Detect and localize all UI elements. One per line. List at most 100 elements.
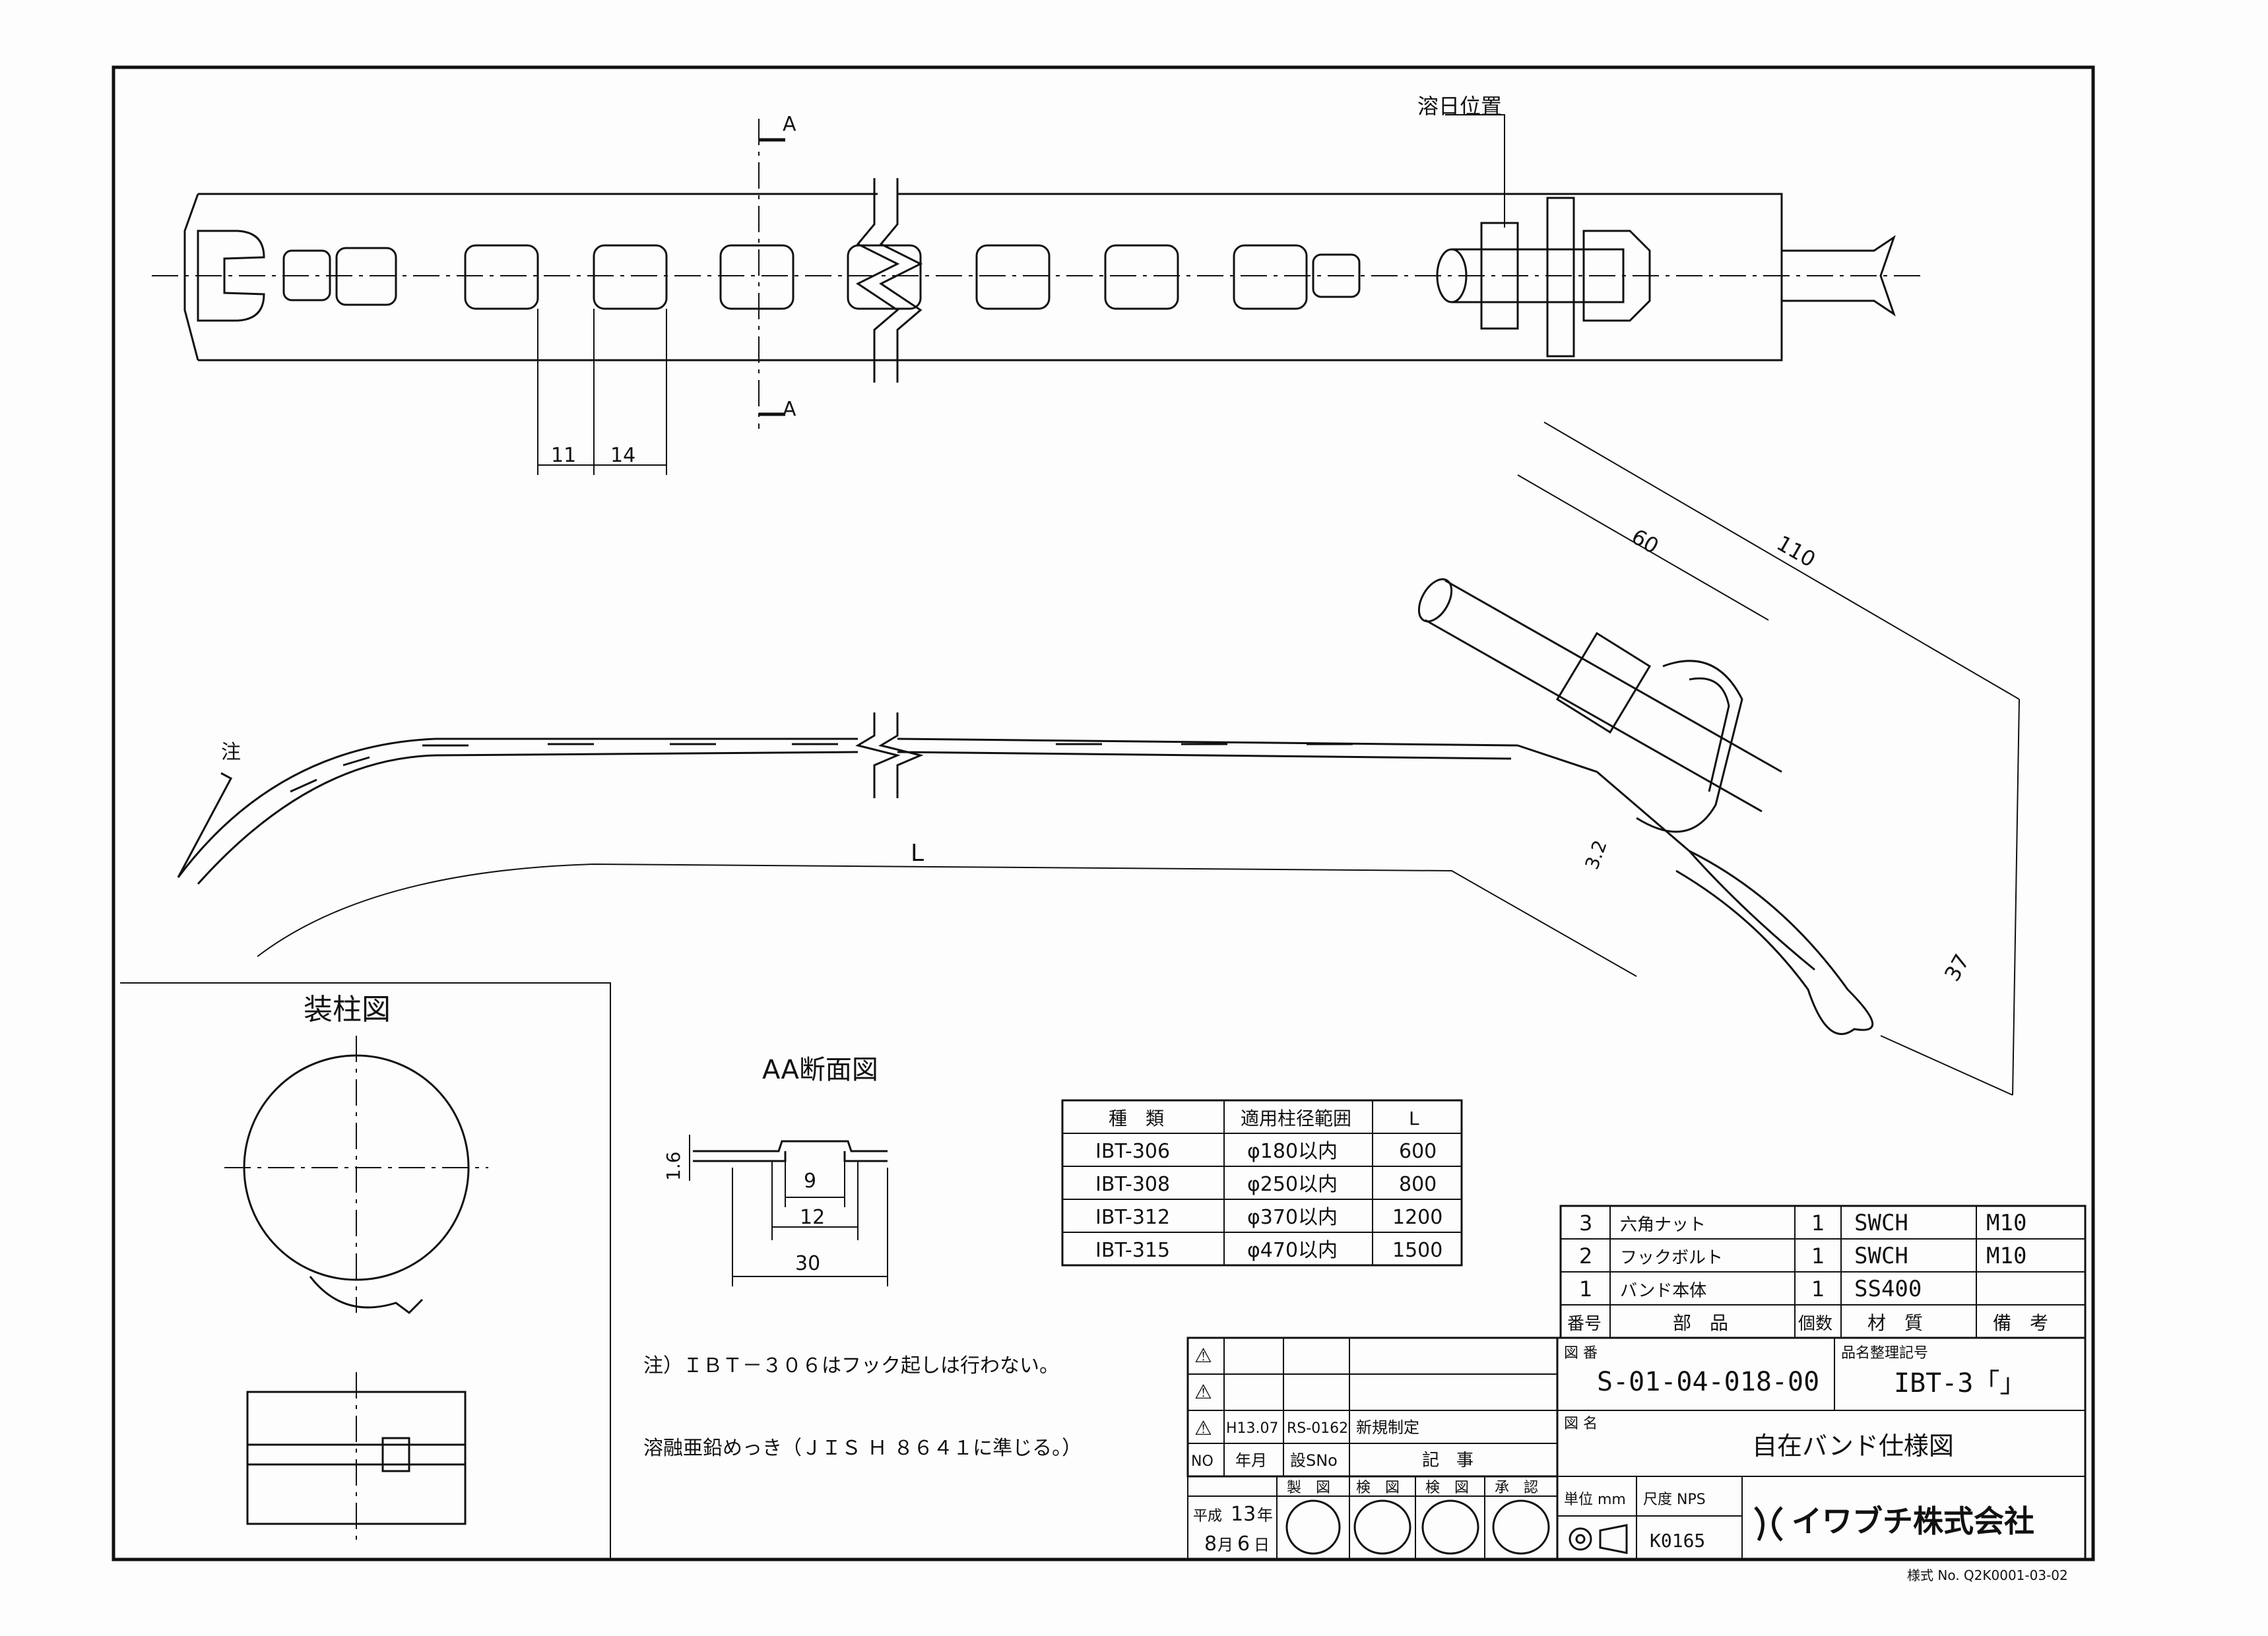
part-code: IBT-3「」	[1894, 1368, 2026, 1399]
dim-slot-width: 11	[551, 444, 576, 467]
approval-stamp	[1353, 1499, 1411, 1555]
spec-row-type: IBT-312	[1095, 1206, 1170, 1229]
revision-warning-icon: ⚠	[1194, 1344, 1212, 1368]
unit-label: 単位 mm	[1564, 1492, 1626, 1508]
spec-row-length: 1500	[1392, 1239, 1442, 1262]
revision-header-date: 年月	[1235, 1451, 1267, 1470]
approval-stamp	[1492, 1499, 1550, 1555]
spec-row-type: IBT-315	[1095, 1239, 1170, 1262]
spec-row-range: φ250以内	[1247, 1173, 1338, 1196]
parts-row-no: 3	[1579, 1211, 1592, 1236]
spec-row-length: 800	[1399, 1173, 1437, 1196]
parts-row-material: SS400	[1854, 1276, 1922, 1302]
drawing-frame	[112, 65, 2095, 1561]
mount-view: 装柱図	[120, 982, 611, 1559]
spec-row-range: φ180以内	[1247, 1140, 1338, 1163]
dim-110: 110	[1772, 530, 1820, 572]
drawing-no-label: 図 番	[1564, 1345, 1598, 1362]
spec-header-range: 適用柱径範囲	[1241, 1108, 1351, 1129]
parts-header-qty: 個数	[1798, 1314, 1832, 1334]
date-month-unit: 月	[1217, 1536, 1233, 1554]
dim-thickness: 1.6	[663, 1151, 684, 1181]
drawing-name: 自在バンド仕様図	[1752, 1432, 1954, 1461]
dim-60: 60	[1627, 524, 1663, 559]
company-logo-icon	[1754, 1506, 1783, 1542]
parts-row-material: SWCH	[1854, 1243, 1908, 1269]
spec-row-length: 1200	[1392, 1206, 1442, 1229]
section-mark-bottom: A	[783, 398, 796, 421]
section-aa-title: AA断面図	[762, 1055, 878, 1085]
dim-outer: 30	[795, 1252, 820, 1275]
drawing-code: K0165	[1650, 1530, 1705, 1552]
date-day-unit: 日	[1254, 1536, 1270, 1554]
parts-row-no: 2	[1579, 1243, 1592, 1269]
approval-stamp	[1285, 1499, 1341, 1555]
revision-design-no: RS-0162	[1287, 1420, 1348, 1437]
drawing-name-label: 図 名	[1564, 1416, 1598, 1432]
revision-description: 新規制定	[1356, 1418, 1419, 1437]
approval-header-checked: 検 図	[1425, 1480, 1469, 1496]
date-month: 8	[1204, 1532, 1217, 1556]
parts-row-remark: M10	[1986, 1243, 2026, 1269]
section-mark-top: A	[783, 113, 796, 136]
approval-header-approved: 承 認	[1495, 1480, 1538, 1496]
form-number: 様式 No. Q2K0001-03-02	[1907, 1567, 2068, 1583]
revision-header-no: NO	[1191, 1453, 1214, 1470]
dim-inner: 9	[804, 1170, 816, 1193]
revision-block: ⚠ ⚠ ⚠ H13.07 RS-0162 新規制定 NO 年月 設SNo 記 事	[1186, 1337, 1559, 1478]
band-side-view: 注 L 60 110 37 3.2	[177, 422, 2020, 1096]
dim-3-2: 3.2	[1581, 837, 1611, 872]
mount-view-title: 装柱図	[304, 993, 391, 1026]
parts-row-qty: 1	[1811, 1211, 1825, 1236]
parts-row-name: 六角ナット	[1620, 1215, 1706, 1235]
parts-row-name: バンド本体	[1620, 1281, 1706, 1301]
note-mark: 注	[221, 741, 241, 764]
date-year: 13	[1231, 1503, 1256, 1526]
parts-row-qty: 1	[1811, 1276, 1825, 1302]
band-top-view: A A 溶日位置 11 14	[152, 94, 1927, 475]
parts-row-remark: M10	[1986, 1210, 2026, 1236]
date-year-unit: 年	[1257, 1506, 1273, 1525]
parts-header-no: 番号	[1567, 1314, 1602, 1334]
parts-row-no: 1	[1579, 1276, 1592, 1302]
spec-row-length: 600	[1399, 1140, 1437, 1163]
spec-row-type: IBT-306	[1095, 1140, 1170, 1163]
revision-header-design-no: 設SNo	[1290, 1451, 1338, 1470]
spec-header-length: L	[1409, 1108, 1419, 1129]
projection-symbol-icon	[1569, 1524, 1628, 1554]
parts-header-material: 材 質	[1867, 1312, 1923, 1334]
date-day: 6	[1237, 1532, 1250, 1556]
parts-row-name: フックボルト	[1620, 1248, 1723, 1268]
approval-header-drafted: 製 図	[1287, 1480, 1330, 1496]
revision-warning-icon: ⚠	[1194, 1417, 1212, 1440]
revision-date: H13.07	[1226, 1420, 1279, 1437]
dim-37: 37	[1939, 950, 1974, 986]
date-era: 平成	[1193, 1508, 1222, 1525]
parts-row-material: SWCH	[1854, 1210, 1908, 1236]
dim-mid: 12	[800, 1206, 825, 1229]
parts-header-name: 部 品	[1673, 1312, 1728, 1334]
spec-table: 種 類 適用柱径範囲 L IBT-306 φ180以内 600 IBT-308 …	[1061, 1099, 1463, 1267]
spec-header-type: 種 類	[1109, 1108, 1164, 1129]
note-hook: 注）ＩＢＴ－３０６はフック起しは行わない。	[643, 1354, 1059, 1377]
section-aa-view: AA断面図 1.6 9 12 30	[663, 1055, 888, 1286]
scale-label: 尺度 NPS	[1643, 1492, 1706, 1508]
revision-warning-icon: ⚠	[1194, 1381, 1212, 1404]
spec-row-range: φ370以内	[1247, 1206, 1338, 1229]
spec-row-type: IBT-308	[1095, 1173, 1170, 1196]
parts-list: 3 六角ナット 1 SWCH M10 2 フックボルト 1 SWCH M10 1…	[1559, 1205, 2087, 1339]
weld-position-label: 溶日位置	[1417, 94, 1502, 119]
drawing-no: S-01-04-018-00	[1597, 1367, 1819, 1397]
company-name: イワブチ株式会社	[1792, 1503, 2034, 1539]
note-galvanizing: 溶融亜鉛めっき（ＪＩＳ Ｈ ８６４１に準じる。）	[643, 1437, 1082, 1460]
approval-stamp	[1421, 1499, 1479, 1555]
approval-header-checked: 検 図	[1356, 1480, 1400, 1496]
revision-header-description: 記 事	[1422, 1451, 1474, 1470]
parts-header-remark: 備 考	[1993, 1312, 2048, 1334]
dim-slot-pitch: 14	[610, 444, 635, 467]
part-code-label: 品名整理記号	[1841, 1345, 1928, 1362]
title-block: 図 番 S-01-04-018-00 品名整理記号 IBT-3「」 図 名 自在…	[1187, 1337, 2087, 1561]
spec-row-range: φ470以内	[1247, 1239, 1338, 1262]
parts-row-qty: 1	[1811, 1243, 1825, 1269]
